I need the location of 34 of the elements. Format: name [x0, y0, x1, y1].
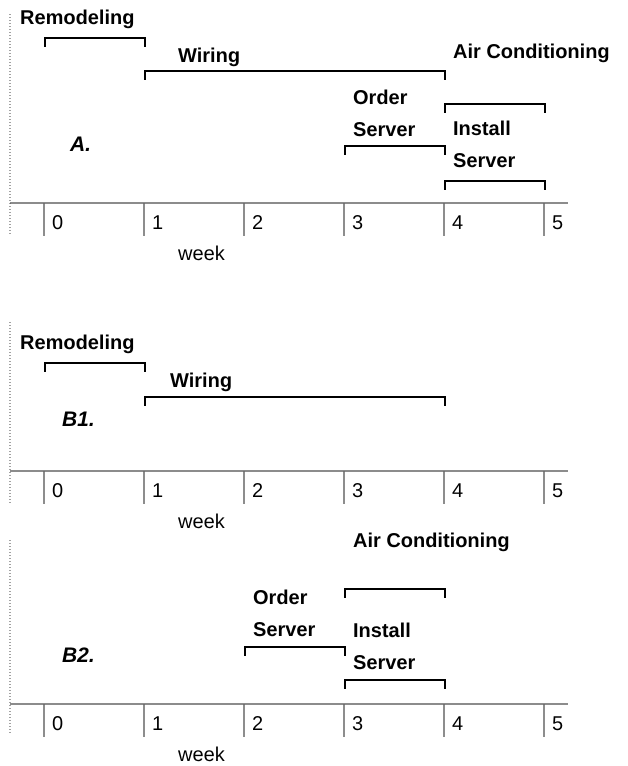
- tick-label: 0: [52, 480, 64, 502]
- tick-label: 1: [152, 713, 164, 735]
- tick-label: 2: [252, 212, 264, 234]
- task-label: Wiring: [170, 369, 234, 394]
- task-label: Wiring: [178, 44, 242, 69]
- task-label: Remodeling: [20, 6, 136, 31]
- tick-label: 3: [352, 713, 364, 735]
- tick-label: 2: [252, 713, 264, 735]
- tick-label: 5: [552, 212, 564, 234]
- axis-title: week: [178, 744, 225, 766]
- tick-label: 0: [52, 713, 64, 735]
- axis-title: week: [178, 511, 225, 533]
- tick-label: 4: [452, 212, 464, 234]
- panel-label: B1.: [62, 408, 95, 432]
- task-label: Air Conditioning: [353, 529, 511, 554]
- task-label: Air Conditioning: [453, 40, 611, 65]
- task-label: Order Server: [353, 86, 416, 143]
- tick-label: 1: [152, 212, 164, 234]
- tick-label: 3: [352, 480, 364, 502]
- axis-title: week: [178, 243, 225, 265]
- task-label: Install Server: [353, 619, 416, 676]
- tick-label: 5: [552, 713, 564, 735]
- tick-label: 2: [252, 480, 264, 502]
- tick-label: 4: [452, 713, 464, 735]
- task-label: Install Server: [453, 117, 516, 174]
- tick-label: 5: [552, 480, 564, 502]
- tick-label: 4: [452, 480, 464, 502]
- tick-label: 1: [152, 480, 164, 502]
- panel-label: A.: [70, 133, 91, 157]
- task-label: Remodeling: [20, 331, 136, 356]
- panel-label: B2.: [62, 644, 95, 668]
- tick-label: 3: [352, 212, 364, 234]
- task-label: Order Server: [253, 586, 316, 643]
- tick-label: 0: [52, 212, 64, 234]
